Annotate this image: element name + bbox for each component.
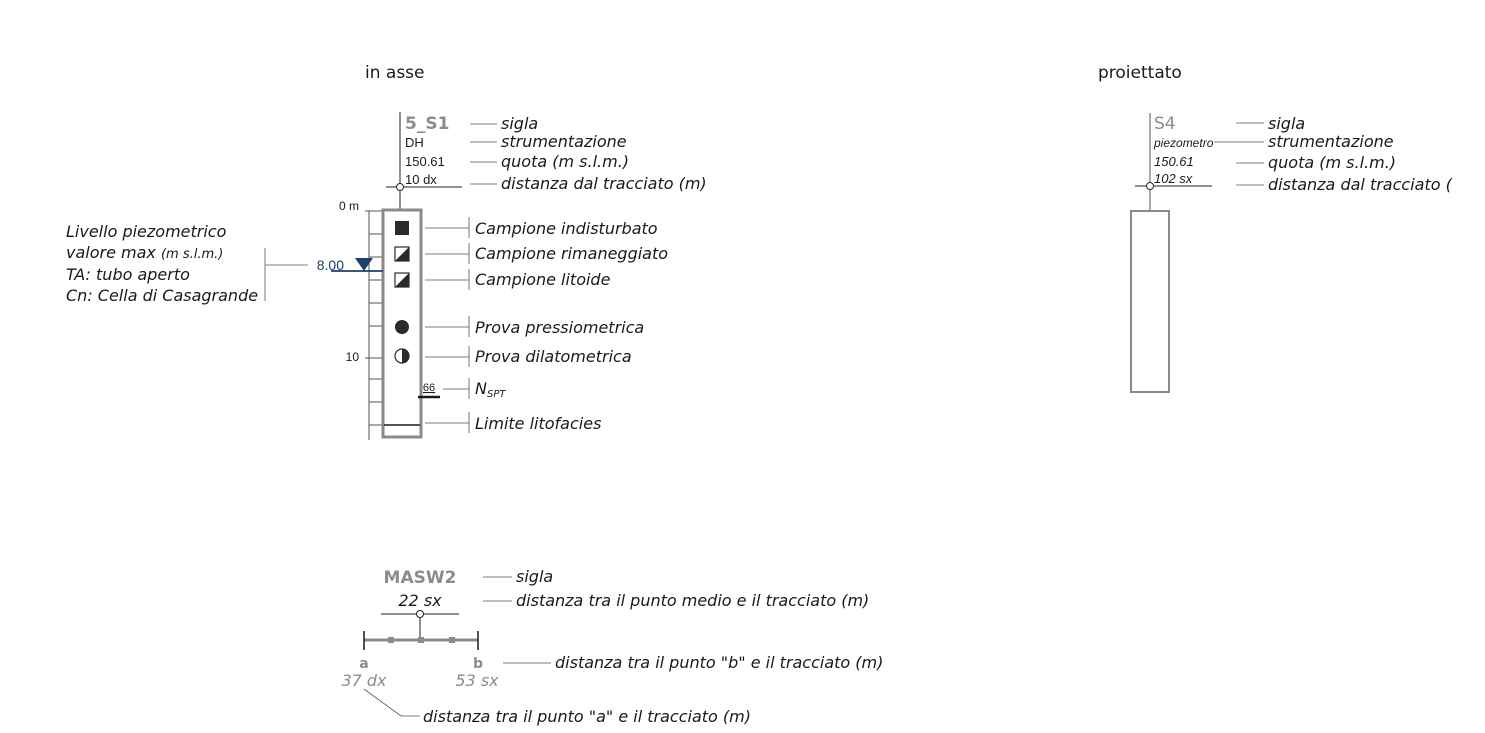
symbol-legend: Campione indisturbato Campione rimaneggi…	[425, 217, 668, 433]
proiettato-label-strumentazione: strumentazione	[1268, 132, 1394, 151]
label-distanza: distanza dal tracciato (m)	[501, 174, 707, 193]
piezo-note-line1: Livello piezometrico	[66, 222, 227, 241]
depth-scale-ticks	[365, 210, 382, 426]
prova-pressiometrica-icon	[395, 320, 409, 334]
prova-dilatometrica-icon	[394, 348, 410, 364]
masw-label-a: distanza tra il punto "a" e il tracciato…	[423, 707, 751, 726]
piezo-note-line4: Cn: Cella di Casagrande	[66, 286, 258, 305]
header-proiettato: proiettato	[1098, 63, 1182, 83]
masw-point-b: b	[473, 656, 483, 672]
proiettato-label-distanza: distanza dal tracciato (	[1268, 175, 1453, 194]
label-prova-pressiometrica: Prova pressiometrica	[475, 318, 644, 337]
proiettato-sigla: S4	[1154, 114, 1176, 134]
label-nspt: NSPT	[475, 379, 506, 400]
proiettato-location-marker	[1146, 182, 1154, 190]
masw-leader-a	[363, 688, 420, 717]
borehole-distanza: 10 dx	[405, 172, 437, 187]
masw-distanza-b: 53 sx	[455, 671, 499, 690]
borehole-proiettato: S4 piezometro 150.61 102 sx sigla strume…	[1130, 113, 1453, 393]
label-limite-litofacies: Limite litofacies	[475, 414, 601, 433]
label-prova-dilatometrica: Prova dilatometrica	[475, 347, 632, 366]
depth-label-zero: 0 m	[339, 199, 359, 213]
borehole-column: 0 m 10 66	[339, 199, 440, 440]
header-in-asse: in asse	[365, 63, 425, 83]
proiettato-label-quota: quota (m s.l.m.)	[1268, 153, 1396, 172]
label-quota: quota (m s.l.m.)	[501, 152, 629, 171]
campione-rimaneggiato-icon	[394, 246, 410, 262]
depth-label-ten: 10	[346, 350, 360, 364]
label-campione-indisturbato: Campione indisturbato	[475, 219, 658, 238]
masw-geophone-1	[388, 637, 394, 643]
masw-label-medio: distanza tra il punto medio e il traccia…	[516, 591, 869, 610]
masw-legend: MASW2 sigla 22 sx distanza tra il punto …	[341, 567, 883, 726]
masw-geophone-2	[418, 637, 424, 643]
masw-geophone-3	[449, 637, 455, 643]
label-strumentazione: strumentazione	[501, 132, 627, 151]
piezo-note-line3: TA: tubo aperto	[66, 265, 190, 284]
masw-midpoint-marker	[416, 610, 424, 618]
borehole-strumentazione: DH	[405, 135, 424, 150]
piezo-note-line2: valore max (m s.l.m.)	[66, 243, 223, 262]
proiettato-quota: 150.61	[1154, 154, 1194, 169]
masw-sigla: MASW2	[384, 568, 457, 588]
borehole-quota: 150.61	[405, 154, 445, 169]
proiettato-column-rect	[1130, 210, 1170, 393]
borehole-in-asse-header: 5_S1 DH 150.61 10 dx sigla strumentazion…	[386, 112, 707, 211]
label-sigla: sigla	[501, 114, 538, 133]
nspt-marker: 66	[418, 382, 440, 399]
campione-indisturbato-icon	[395, 221, 409, 235]
nspt-value: 66	[423, 382, 435, 394]
borehole-location-marker	[396, 183, 404, 191]
masw-label-b: distanza tra il punto "b" e il tracciato…	[555, 653, 883, 672]
water-level-value: 8.00	[317, 257, 344, 273]
label-campione-rimaneggiato: Campione rimaneggiato	[475, 244, 668, 263]
proiettato-distanza: 102 sx	[1154, 171, 1193, 186]
proiettato-label-sigla: sigla	[1268, 114, 1305, 133]
masw-point-a: a	[359, 656, 368, 672]
campione-litoide-icon	[394, 272, 410, 288]
water-level-triangle-icon	[355, 258, 373, 271]
borehole-sigla: 5_S1	[405, 114, 449, 134]
masw-distanza-a: 37 dx	[341, 671, 387, 690]
masw-label-sigla: sigla	[516, 567, 553, 586]
masw-distanza-medio: 22 sx	[398, 591, 442, 610]
proiettato-strumentazione: piezometro	[1153, 136, 1214, 150]
label-campione-litoide: Campione litoide	[475, 270, 611, 289]
piezometric-level: 8.00 Livello piezometrico valore max (m …	[66, 222, 383, 305]
